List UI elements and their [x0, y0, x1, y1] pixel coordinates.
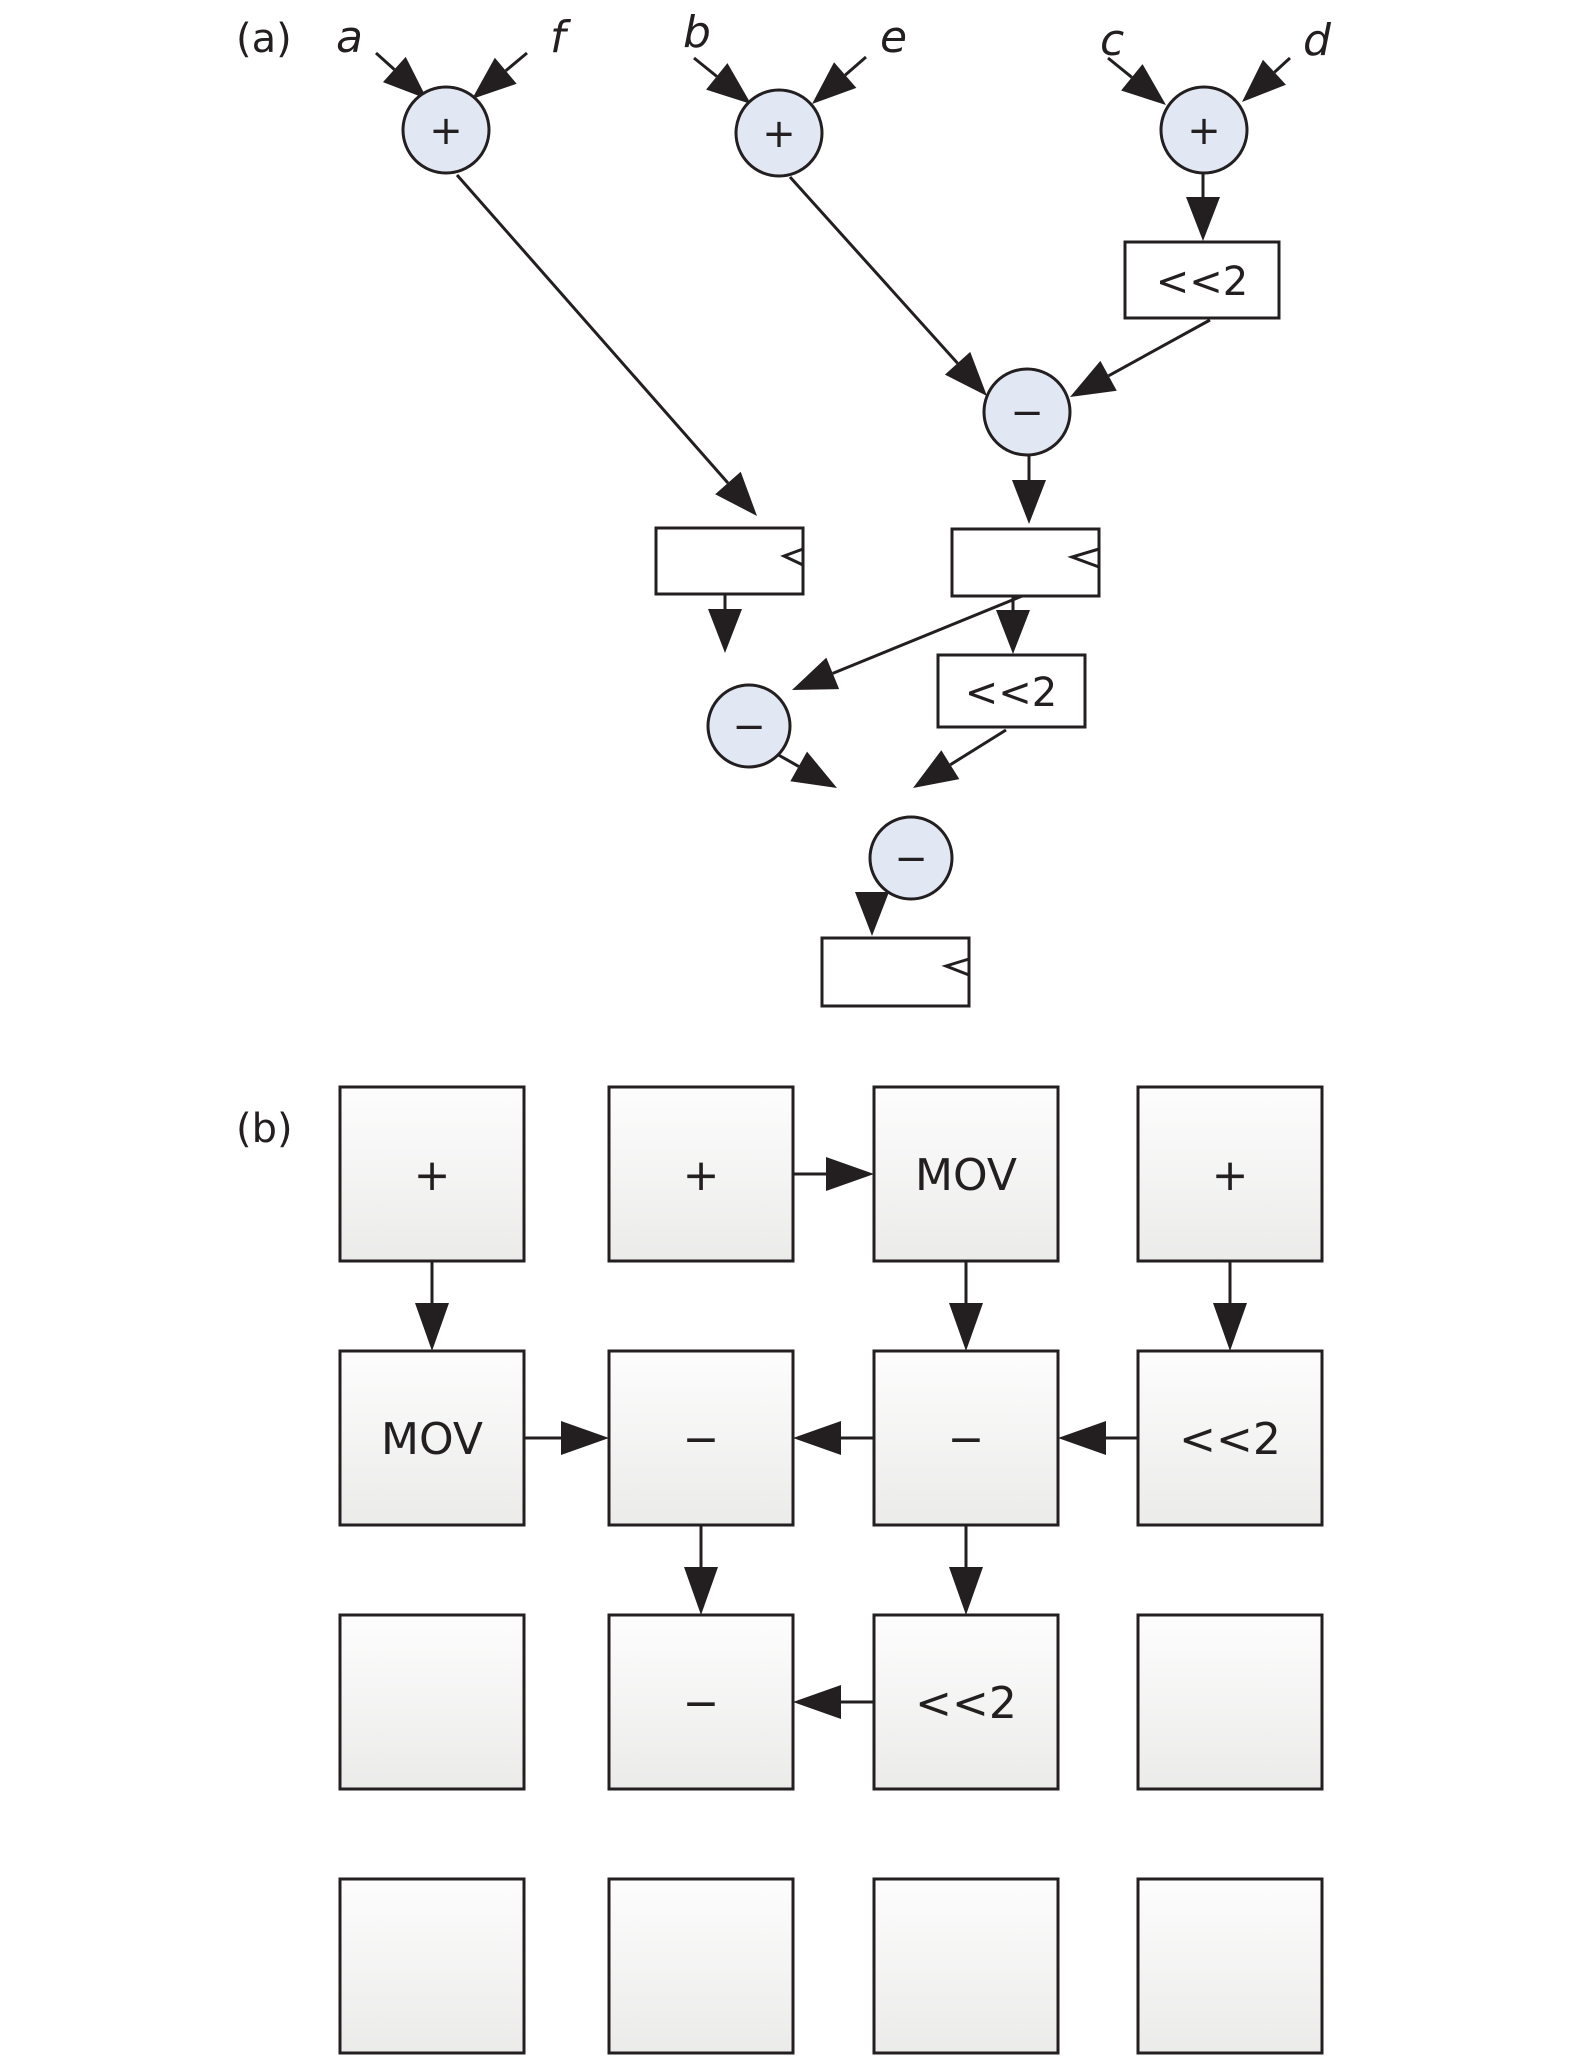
- edge-add1-reg1: [455, 174, 757, 516]
- pe-cell-r3-c2: [872, 1877, 1060, 2055]
- pe-cell-r2-c3: [1136, 1613, 1324, 1791]
- pe-cell-r3-c3: [1136, 1877, 1324, 2055]
- edge-reg1-sub2: [708, 594, 742, 653]
- grid-edge-6: [1058, 1421, 1138, 1455]
- pe-cell-r1-c1: −: [607, 1349, 795, 1527]
- clock-icon: [780, 547, 804, 567]
- node-shift1: <<2: [1123, 240, 1281, 320]
- pe-cell-r0-c1-label: +: [683, 1150, 720, 1201]
- node-sub1-label: −: [1010, 390, 1044, 436]
- pe-cell-r0-c1: +: [607, 1085, 795, 1263]
- node-add3: +: [1159, 85, 1249, 175]
- grid-edge-5: [793, 1421, 874, 1455]
- edge-add3-shift1: [1186, 173, 1220, 241]
- grid-edge-2: [949, 1261, 983, 1351]
- grid-edge-9: [793, 1685, 874, 1719]
- node-add3-label: +: [1187, 108, 1221, 154]
- grid-edge-1: [415, 1261, 449, 1351]
- pe-cell-r1-c0-label: MOV: [381, 1414, 483, 1465]
- node-sub3: −: [868, 815, 954, 901]
- edge-e-add2: [812, 55, 867, 104]
- register-3: [820, 936, 971, 1008]
- node-add1-label: +: [429, 108, 463, 154]
- node-sub3-label: −: [894, 836, 928, 882]
- clock-icon: [941, 957, 970, 977]
- node-add1: +: [401, 85, 491, 175]
- panel-a-label: (a): [236, 16, 292, 62]
- pe-cell-r1-c2: −: [872, 1349, 1060, 1527]
- edge-sub3-reg3: [855, 892, 889, 936]
- pe-cell-r2-c2: <<2: [872, 1613, 1060, 1791]
- panel-b-label: (b): [236, 1106, 293, 1152]
- edge-shift1-sub1: [1070, 318, 1211, 397]
- panel-b: (b) + + MOV + MOV − − <<2 − <<2: [236, 1085, 1324, 2055]
- panel-a-edges: [374, 51, 1292, 936]
- pe-cell-r3-c0: [338, 1877, 526, 2055]
- register-1: [654, 526, 805, 596]
- input-label-d: d: [1303, 15, 1332, 66]
- grid-edge-4: [524, 1421, 609, 1455]
- node-shift1-label: <<2: [1156, 259, 1248, 305]
- pe-cell-r0-c3-label: +: [1212, 1150, 1249, 1201]
- node-sub1: −: [982, 367, 1072, 457]
- pe-cell-r0-c0: +: [338, 1085, 526, 1263]
- panel-b-edges: [415, 1157, 1247, 1719]
- node-add2-label: +: [762, 111, 796, 157]
- pe-cell-r3-c1: [607, 1877, 795, 2055]
- edge-shift2-sub3: [913, 728, 1007, 788]
- node-shift2-label: <<2: [965, 670, 1057, 716]
- register-2: [950, 527, 1101, 598]
- grid-edge-8: [949, 1525, 983, 1615]
- grid-edge-0: [793, 1157, 874, 1191]
- pe-cell-r1-c3-label: <<2: [1179, 1414, 1281, 1465]
- pe-cell-r1-c1-label: −: [683, 1414, 720, 1465]
- edge-d-add3: [1242, 56, 1292, 102]
- edge-a-add1: [374, 51, 427, 99]
- pe-cell-r2-c1-label: −: [683, 1678, 720, 1729]
- edge-sub1-reg2: [1012, 456, 1046, 524]
- grid-edge-3: [1213, 1261, 1247, 1351]
- pe-cell-r2-c1: −: [607, 1613, 795, 1791]
- input-label-f: f: [550, 12, 572, 63]
- input-label-b: b: [683, 7, 711, 58]
- edge-reg2-sub2: [792, 590, 1033, 690]
- pe-cell-r0-c2: MOV: [872, 1085, 1060, 1263]
- edge-b-add2: [693, 56, 751, 104]
- pe-cell-r0-c2-label: MOV: [915, 1150, 1017, 1201]
- node-add2: +: [734, 88, 824, 178]
- input-label-c: c: [1100, 15, 1124, 66]
- grid-edge-7: [684, 1525, 718, 1615]
- pe-cell-r1-c0: MOV: [338, 1349, 526, 1527]
- edge-add2-sub1: [788, 175, 987, 396]
- edge-reg2-shift2: [996, 592, 1030, 654]
- pe-cell-r2-c2-label: <<2: [915, 1678, 1017, 1729]
- pe-grid: + + MOV + MOV − − <<2 − <<2: [338, 1085, 1324, 2055]
- pe-cell-r0-c3: +: [1136, 1085, 1324, 1263]
- edge-f-add1: [472, 51, 528, 99]
- edge-c-add3: [1107, 56, 1166, 105]
- node-shift2: <<2: [936, 653, 1087, 729]
- input-label-e: e: [880, 12, 907, 63]
- input-label-a: a: [336, 12, 363, 63]
- pe-cell-r0-c0-label: +: [414, 1150, 451, 1201]
- pe-cell-r1-c3: <<2: [1136, 1349, 1324, 1527]
- node-sub2: −: [706, 683, 792, 769]
- panel-a: (a) a f b e c d + + + − −: [236, 7, 1332, 1008]
- clock-icon: [1067, 547, 1100, 569]
- node-sub2-label: −: [732, 704, 766, 750]
- pe-cell-r1-c2-label: −: [948, 1414, 985, 1465]
- pe-cell-r2-c0: [338, 1613, 526, 1791]
